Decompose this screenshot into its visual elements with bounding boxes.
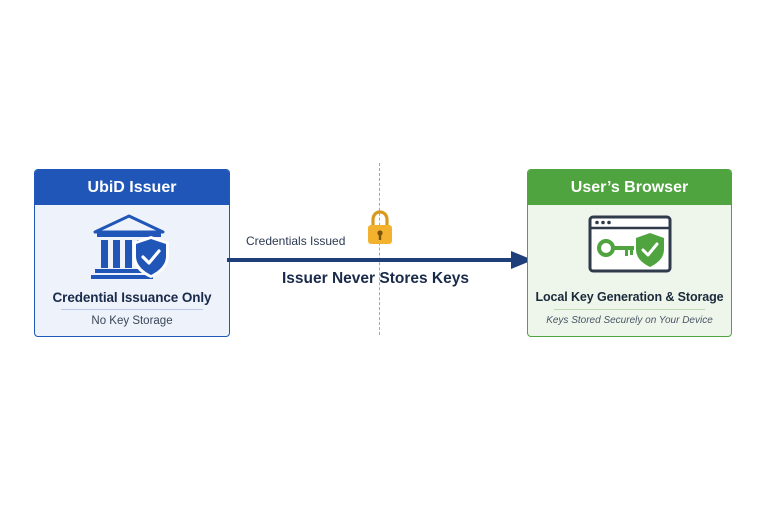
issuer-icon-group <box>35 212 229 282</box>
issuer-box: UbiD Issuer C <box>34 169 230 337</box>
browser-icon-group <box>528 215 731 275</box>
browser-title: User’s Browser <box>528 170 731 205</box>
bank-icon <box>91 214 169 279</box>
browser-sub-text: Keys Stored Securely on Your Device <box>546 315 713 326</box>
trust-boundary-line <box>379 163 380 335</box>
key-icon <box>596 239 634 257</box>
browser-divider <box>554 309 705 310</box>
browser-box: User’s Browser Local Key <box>527 169 732 337</box>
lock-icon <box>368 210 392 244</box>
browser-window-icon <box>588 215 671 273</box>
flow-caption: Issuer Never Stores Keys <box>282 270 469 287</box>
issuer-main-text: Credential Issuance Only <box>52 290 212 305</box>
issuer-sub-text: No Key Storage <box>91 315 173 327</box>
credential-flow-arrow <box>227 251 533 269</box>
arrow-label: Credentials Issued <box>246 234 346 248</box>
browser-main-text: Local Key Generation & Storage <box>535 290 724 304</box>
issuer-title: UbiD Issuer <box>35 170 229 205</box>
shield-check-icon <box>133 236 169 278</box>
shield-check-icon <box>635 233 664 267</box>
issuer-divider <box>61 309 203 310</box>
